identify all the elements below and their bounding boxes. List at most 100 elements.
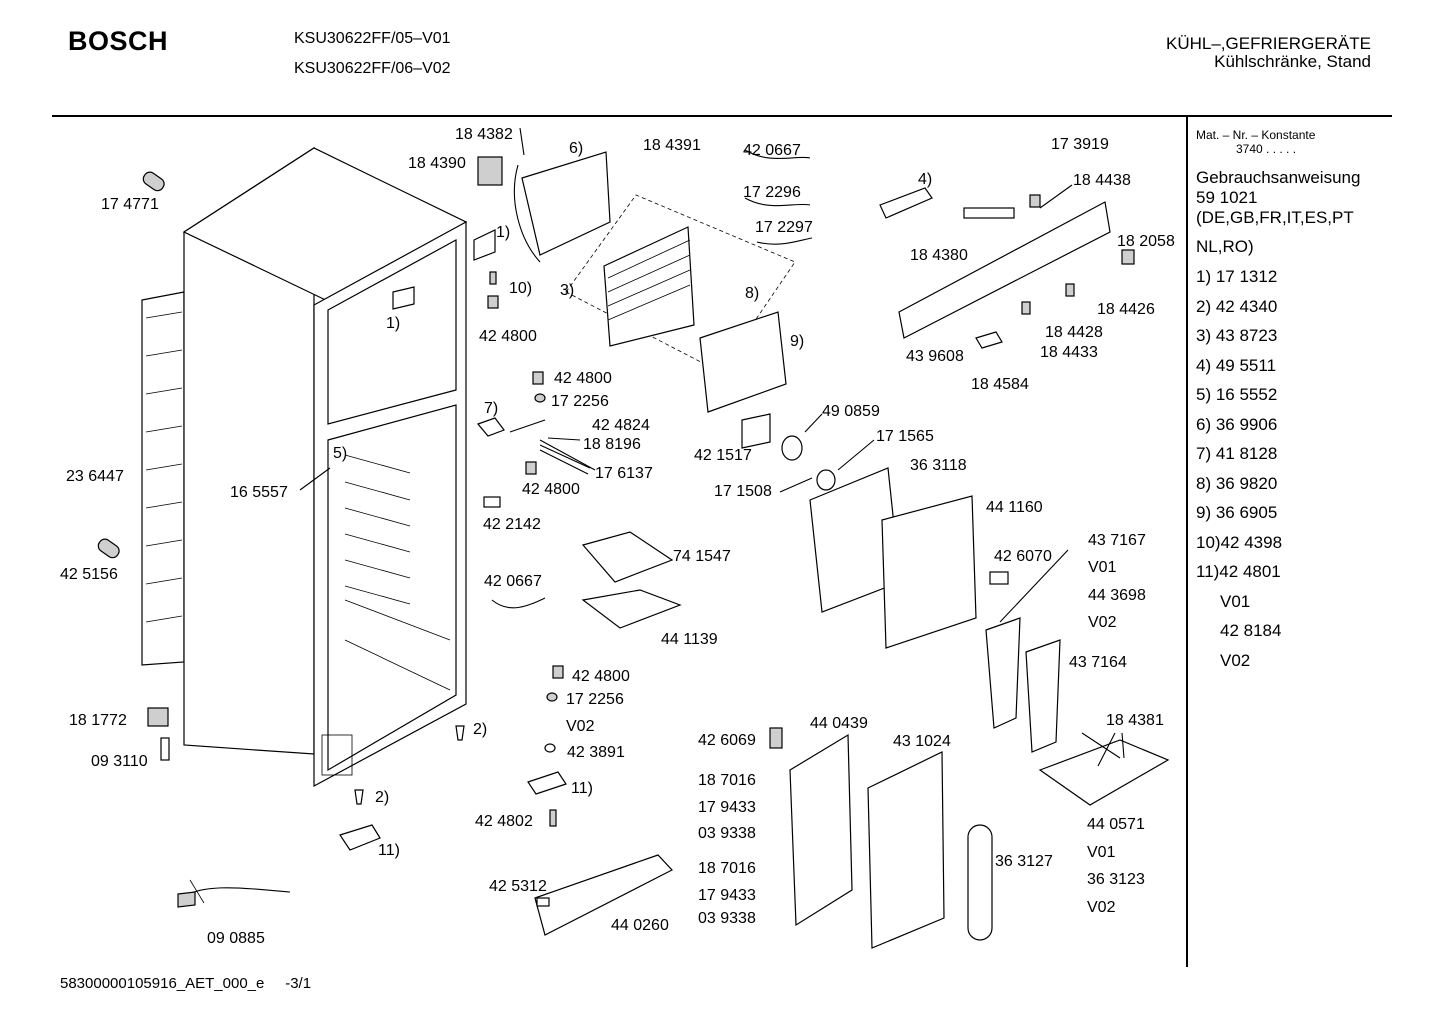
label-181772: 18 1772 [69, 712, 127, 729]
label-423891: 42 3891 [567, 744, 625, 761]
label-363127: 36 3127 [995, 853, 1053, 870]
shelf-440260 [534, 854, 673, 936]
label-424800-d: 42 4800 [572, 668, 630, 685]
label-172297: 17 2297 [755, 219, 813, 236]
part-424800-a [487, 295, 499, 309]
callout-5: 5) [333, 445, 347, 462]
label-v01-a: V01 [1088, 559, 1117, 576]
label-424800-b: 42 4800 [554, 370, 612, 387]
callout-8: 8) [745, 285, 759, 302]
part-174771 [142, 171, 165, 192]
legend-item: 11)42 4801 [1196, 562, 1281, 581]
part-423891 [544, 743, 556, 753]
power-cord [179, 887, 291, 901]
label-425312: 42 5312 [489, 878, 547, 895]
part-184380 [963, 207, 1015, 219]
condenser [141, 291, 185, 666]
legend-item: 42 8184 [1220, 621, 1282, 640]
label-184433: 18 4433 [1040, 344, 1098, 361]
label-039338-a: 03 9338 [698, 825, 756, 842]
manual-number: 59 1021 [1196, 188, 1258, 207]
parts-sidebar: Mat. – Nr. – Konstante 3740 . . . . . Ge… [1196, 128, 1392, 680]
manual-languages-cont: NL,RO) [1196, 237, 1254, 256]
legend-item: 7) 41 8128 [1196, 444, 1278, 463]
part-420667-a [744, 149, 811, 160]
label-172256-a: 17 2256 [551, 393, 609, 410]
callout-10: 10) [509, 280, 532, 297]
sidebar-divider [1186, 117, 1188, 967]
legend-item: V01 [1220, 591, 1251, 611]
label-v02-a: V02 [1088, 614, 1117, 631]
control-panel [898, 201, 1111, 339]
part-426069 [769, 727, 783, 749]
label-182058: 18 2058 [1117, 233, 1175, 250]
label-v02-c: V02 [1087, 899, 1116, 916]
callout-3: 3) [560, 282, 574, 299]
label-184584: 18 4584 [971, 376, 1029, 393]
part-441139 [581, 589, 682, 629]
part-7 [476, 417, 505, 437]
legend-item: 9) 36 6905 [1196, 503, 1278, 522]
model-number-2: KSU30622FF/06–V02 [294, 60, 451, 77]
label-440439: 44 0439 [810, 715, 868, 732]
door-liner-440439 [789, 733, 853, 927]
duct-741547 [581, 531, 674, 583]
part-421517 [741, 413, 771, 449]
label-363123: 36 3123 [1087, 871, 1145, 888]
part-181772 [147, 707, 169, 727]
header-divider [52, 115, 1392, 117]
manual-title: Gebrauchsanweisung [1196, 168, 1361, 187]
label-184428: 18 4428 [1045, 324, 1103, 341]
part-439608 [975, 331, 1003, 349]
part-420667-b [491, 597, 546, 609]
label-440260: 44 0260 [611, 917, 669, 934]
label-184390: 18 4390 [408, 155, 466, 172]
label-165557: 16 5557 [230, 484, 288, 501]
bracket-1-a [392, 286, 415, 310]
evaporator-3 [603, 226, 695, 347]
label-090885: 09 0885 [207, 930, 265, 947]
label-093110: 09 3110 [91, 753, 148, 770]
part-426070 [989, 571, 1009, 585]
part-425156 [97, 538, 120, 559]
label-437164: 43 7164 [1069, 654, 1127, 671]
part-184390 [477, 156, 503, 186]
label-187016-a: 18 7016 [698, 772, 756, 789]
part-184428 [1021, 301, 1031, 315]
label-179433-a: 17 9433 [698, 799, 756, 816]
label-184380: 18 4380 [910, 247, 968, 264]
part-172256-a [534, 393, 546, 403]
callout-1-a: 1) [386, 315, 400, 332]
fridge-cabinet [141, 146, 468, 788]
doc-id: 58300000105916_AET_000_e [60, 975, 265, 992]
label-172296: 17 2296 [743, 184, 801, 201]
label-174771: 17 4771 [101, 196, 159, 213]
panel-441160 [881, 495, 977, 649]
evaporator-cover-6 [521, 151, 611, 256]
part-173919 [1029, 194, 1041, 208]
label-v02-b: V02 [566, 718, 595, 735]
legend-item: 4) 49 5511 [1196, 355, 1277, 375]
part-424800-d [552, 665, 564, 679]
callout-11-b: 11) [571, 780, 593, 797]
legend-item: V02 [1220, 650, 1251, 670]
part-172296 [744, 197, 811, 207]
plug [177, 891, 196, 908]
part-363127 [967, 824, 993, 941]
legend-item: 2) 42 4340 [1196, 296, 1278, 316]
bracket-11-b [527, 771, 567, 795]
label-424800-c: 42 4800 [522, 481, 580, 498]
category-subtitle: Kühlschränke, Stand [1214, 52, 1371, 71]
manual-languages: (DE,GB,FR,IT,ES,PT [1196, 208, 1354, 227]
part-422142 [483, 496, 501, 508]
label-039338-b: 03 9338 [698, 910, 756, 927]
label-490859: 49 0859 [822, 403, 880, 420]
label-437167: 43 7167 [1088, 532, 1146, 549]
label-179433-b: 17 9433 [698, 887, 756, 904]
label-425156: 42 5156 [60, 566, 118, 583]
label-441139: 44 1139 [661, 631, 718, 648]
part-424800-b [532, 371, 544, 385]
label-439608: 43 9608 [906, 348, 964, 365]
callout-6: 6) [569, 140, 583, 157]
